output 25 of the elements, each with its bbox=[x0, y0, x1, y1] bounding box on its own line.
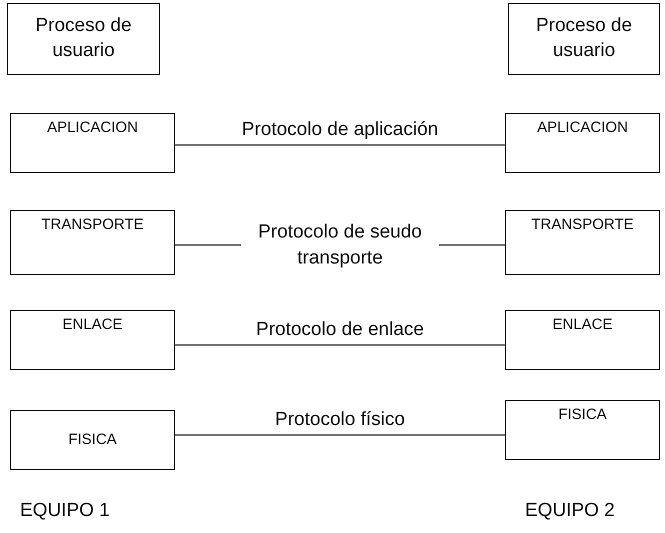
layer-box bbox=[10, 210, 175, 275]
box-label: TRANSPORTE bbox=[41, 215, 144, 234]
connector-line bbox=[175, 344, 505, 346]
layer-box bbox=[505, 210, 660, 275]
layer-box bbox=[10, 113, 175, 173]
layer-box bbox=[10, 310, 175, 370]
box-label: FISICA bbox=[68, 430, 117, 450]
layer-box bbox=[505, 310, 660, 370]
box-label: TRANSPORTE bbox=[531, 215, 634, 234]
layer-box bbox=[7, 3, 160, 75]
box-label: FISICA bbox=[558, 405, 607, 424]
layer-box bbox=[10, 410, 175, 470]
connector-line bbox=[175, 144, 505, 146]
box-label: APLICACION bbox=[537, 118, 628, 138]
box-label: APLICACION bbox=[47, 118, 138, 138]
layer-box bbox=[508, 3, 660, 75]
layer-box bbox=[505, 113, 660, 173]
box-label: Proceso de usuario bbox=[534, 14, 634, 63]
box-label: Proceso de usuario bbox=[34, 14, 133, 63]
box-label: ENLACE bbox=[552, 315, 613, 334]
device-label: EQUIPO 2 bbox=[525, 500, 615, 522]
device-label: EQUIPO 1 bbox=[20, 500, 110, 522]
layer-box bbox=[505, 400, 660, 460]
box-label: ENLACE bbox=[62, 315, 123, 334]
connector-line bbox=[175, 434, 505, 436]
